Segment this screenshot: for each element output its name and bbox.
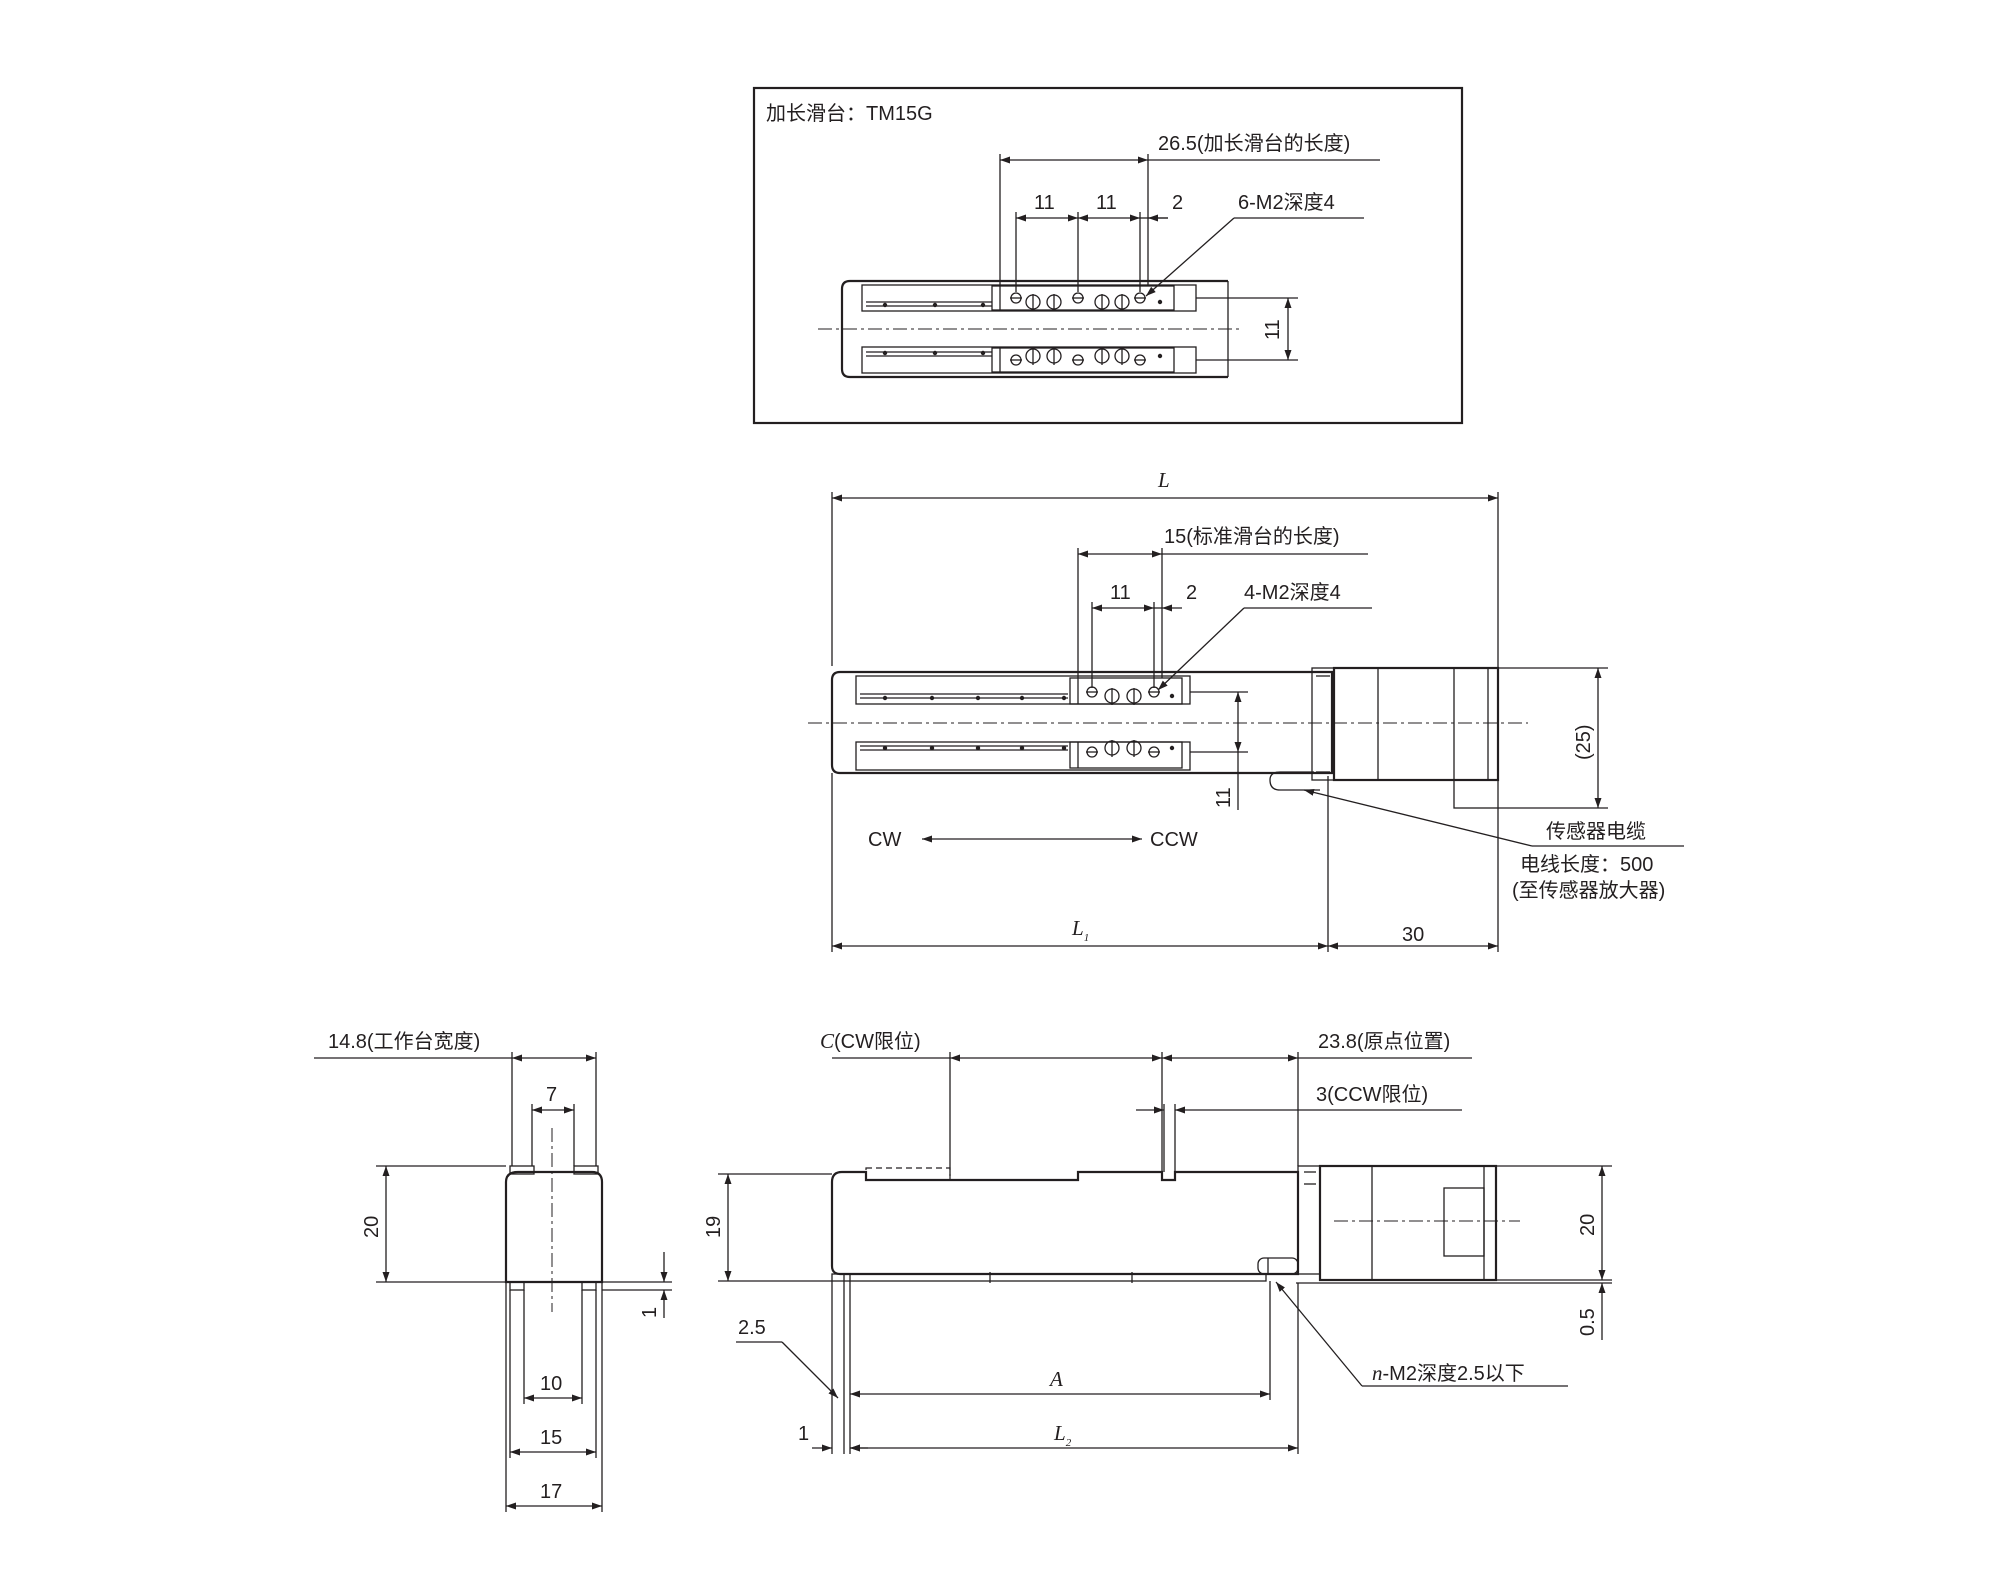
l1-label: L1 [1071, 916, 1089, 944]
detail-box: 加长滑台：TM15G [752, 86, 1464, 425]
cable-title: 传感器电缆 [1546, 820, 1646, 843]
l2-label: L2 [1053, 1421, 1072, 1449]
end-height-label: 20 [361, 1216, 383, 1238]
top-holes-label: 4-M2深度4 [1244, 581, 1341, 604]
top-rail-upper [855, 675, 1191, 705]
detail-holes-lower [1010, 348, 1163, 366]
l2-subscript: 2 [1066, 1437, 1072, 1449]
cw-label: CW [868, 829, 901, 851]
cw-limit-label: C(CW限位) [820, 1029, 921, 1053]
start-offset-label: 1 [798, 1423, 809, 1445]
base-width-label: 15 [540, 1427, 562, 1449]
top-slider-lower [1069, 741, 1183, 769]
detail-title: 加长滑台：TM15G [766, 102, 933, 125]
top-width-pitch: 11 [1213, 787, 1235, 808]
detail-width-pitch: 11 [1262, 319, 1284, 340]
end-base-offset-label: 1 [639, 1307, 661, 1318]
side-view: C(CW限位) 23.8(原点位置) 3(CCW限位) 19 20 0.5 2.… [703, 1029, 1612, 1454]
detail-slider-length: 26.5(加长滑台的长度) [1158, 132, 1350, 155]
side-base-offset-label: 0.5 [1577, 1308, 1599, 1336]
l1-letter: L [1071, 916, 1084, 940]
slider-length-label: 15(标准滑台的长度) [1164, 525, 1340, 548]
l1-subscript: 1 [1084, 932, 1090, 944]
detail-pitch-1: 11 [1034, 192, 1055, 214]
side-motor-height-label: 20 [1577, 1214, 1599, 1236]
inner-width-label: 10 [540, 1373, 562, 1395]
top-motor [1269, 666, 1500, 809]
detail-slider-upper [991, 285, 1175, 311]
cable-note: (至传感器放大器) [1512, 879, 1665, 902]
table-width-label: 14.8(工作台宽度) [328, 1030, 480, 1053]
cw-limit-text: (CW限位) [834, 1030, 921, 1053]
detail-slider-lower [991, 347, 1175, 373]
mount-n: n [1372, 1361, 1383, 1385]
overall-length-label: L [1157, 468, 1170, 492]
mount-holes-text: -M2深度2.5以下 [1383, 1362, 1525, 1385]
detail-holes-label: 6-M2深度4 [1238, 191, 1335, 214]
top-offset-label: 2 [1186, 582, 1197, 604]
detail-offset: 2 [1172, 192, 1183, 214]
a-label: A [1048, 1367, 1063, 1391]
side-height-label: 19 [703, 1216, 725, 1238]
detail-pitch-2: 11 [1096, 192, 1117, 214]
overall-width-label: 17 [540, 1481, 562, 1503]
motor-length-label: 30 [1402, 924, 1424, 946]
cable-length: 电线长度：500 [1520, 853, 1653, 876]
mount-holes-label: n-M2深度2.5以下 [1372, 1361, 1525, 1385]
l2-letter: L [1053, 1421, 1066, 1445]
ccw-label: CCW [1150, 829, 1198, 851]
detail-holes-upper [1010, 292, 1163, 311]
end-view: 14.8(工作台宽度) 7 20 1 10 15 17 [314, 1030, 672, 1512]
side-motor [1257, 1164, 1520, 1282]
top-slider-upper [1069, 677, 1183, 705]
cw-limit-c: C [820, 1029, 835, 1053]
top-rail-lower [855, 741, 1191, 771]
top-pitch-label: 11 [1110, 582, 1131, 604]
top-view: L 15(标准滑台的长度) 11 2 4-M2深度4 11 (25) CW CC… [808, 468, 1684, 952]
motor-height-label: (25) [1573, 724, 1595, 760]
top-width-label: 7 [546, 1084, 557, 1106]
origin-label: 23.8(原点位置) [1318, 1030, 1450, 1053]
ccw-limit-label: 3(CCW限位) [1316, 1083, 1428, 1106]
top-holes [1086, 686, 1175, 758]
end-offset-label: 2.5 [738, 1317, 766, 1339]
